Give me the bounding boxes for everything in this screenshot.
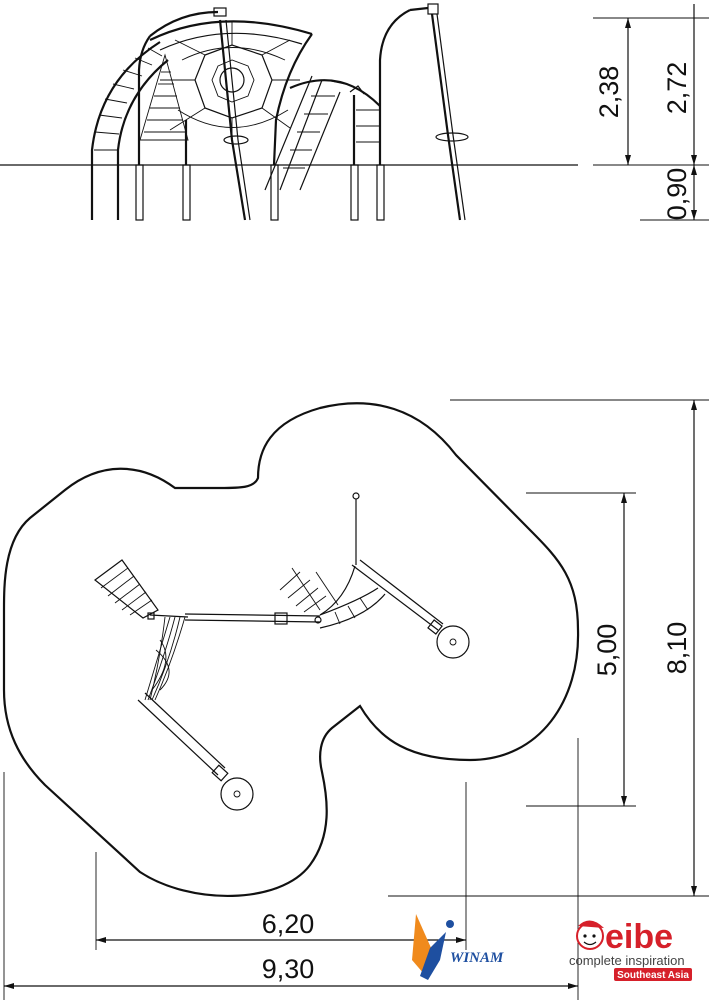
plan-right-spinner bbox=[351, 492, 470, 659]
winam-logo: WINAM bbox=[412, 914, 504, 980]
plan-left-net bbox=[94, 559, 189, 701]
right-spinner bbox=[409, 3, 469, 221]
plan-dimensions: 8,10 5,00 6,20 9,30 bbox=[3, 399, 709, 1000]
elevation-view bbox=[0, 3, 578, 221]
dim-equipment-depth: 5,00 bbox=[592, 624, 622, 677]
plan-view bbox=[2, 402, 580, 898]
central-spinner-pole bbox=[149, 7, 251, 221]
spider-web-dome bbox=[139, 20, 313, 141]
eibe-logo: eibe complete inspiration Southeast Asia bbox=[569, 918, 692, 981]
dim-height-above-ground: 2,38 bbox=[594, 66, 624, 119]
elevation-dimensions: 2,38 2,72 0,90 bbox=[593, 4, 709, 221]
dim-total-height: 2,72 bbox=[662, 62, 692, 115]
dim-safety-zone-width: 9,30 bbox=[262, 954, 315, 984]
dim-foundation-depth: 0,90 bbox=[662, 168, 692, 221]
plan-main-beam bbox=[184, 612, 322, 625]
safety-zone-outline bbox=[2, 402, 580, 898]
dim-equipment-width: 6,20 bbox=[262, 909, 315, 939]
arch-ladder bbox=[90, 41, 169, 220]
eibe-logo-text: eibe bbox=[605, 918, 673, 956]
eibe-tagline: complete inspiration bbox=[569, 953, 685, 968]
plan-curved-ladder bbox=[279, 565, 386, 629]
winam-logo-text: WINAM bbox=[450, 950, 504, 966]
eibe-region: Southeast Asia bbox=[617, 970, 689, 981]
rope-net-ramp bbox=[264, 9, 411, 191]
dim-safety-zone-depth: 8,10 bbox=[662, 622, 692, 675]
eibe-region-badge bbox=[614, 968, 692, 981]
support-posts bbox=[135, 33, 385, 221]
plan-left-spinner bbox=[137, 692, 254, 811]
